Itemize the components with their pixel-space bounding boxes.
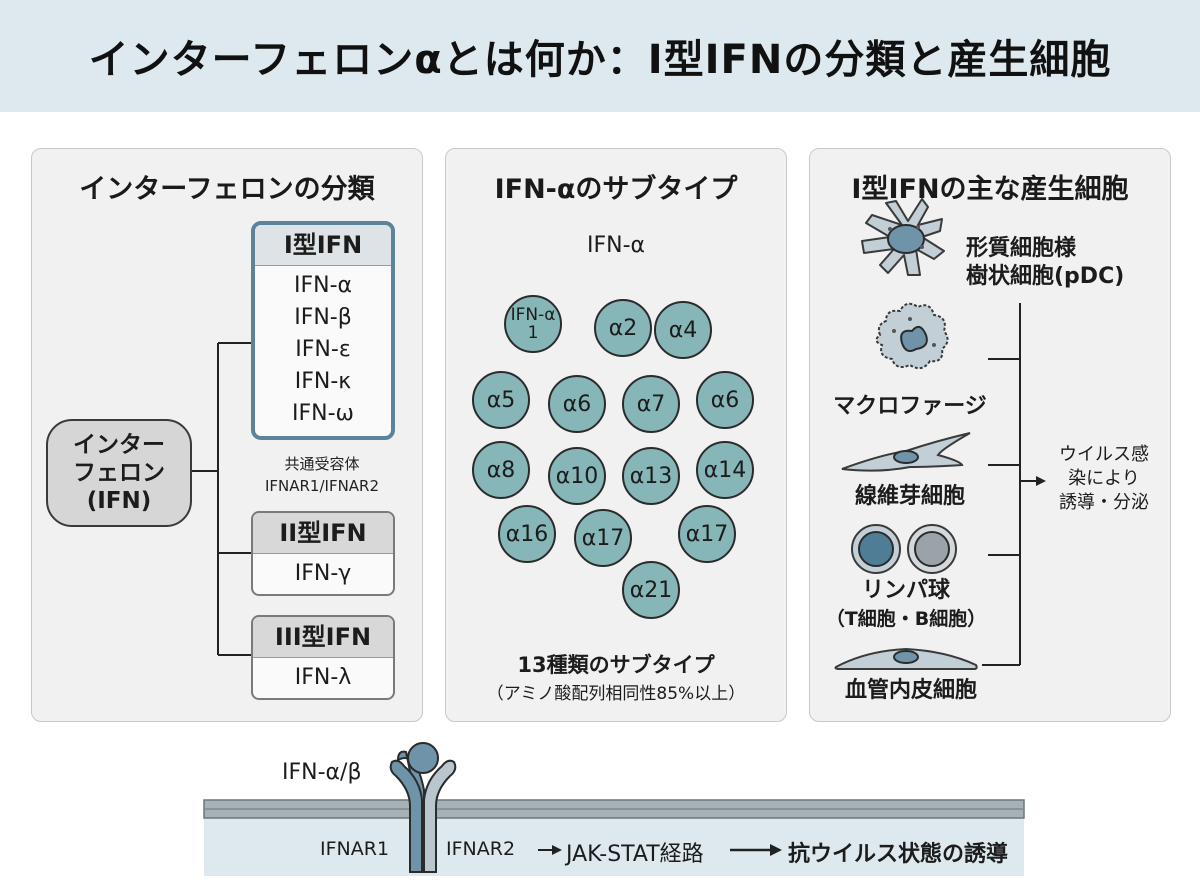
type2-member: IFN-γ xyxy=(294,561,352,586)
producer-title: I型IFNの主な産生細胞 xyxy=(851,174,1129,205)
subtype-caption: 13種類のサブタイプ xyxy=(517,653,715,677)
lymphocyte-icon xyxy=(851,524,957,574)
pdc-label-line-2: 樹状細胞(pDC) xyxy=(966,264,1125,289)
subtype-bubble: α6 xyxy=(696,371,754,429)
pathway-label: JAK-STAT経路 xyxy=(566,842,704,867)
lymphocyte-label: リンパ球 （T細胞・B細胞） xyxy=(816,577,996,633)
type1-member: IFN-κ xyxy=(294,369,352,394)
classification-panel: インターフェロンの分類 インター フェロン (IFN) I型IFN IFN-α … xyxy=(31,148,423,722)
subtype-bubble: α14 xyxy=(696,441,754,499)
ligand-label: IFN-α/β xyxy=(282,760,362,785)
subtype-bubble: α17 xyxy=(574,509,632,567)
type1-member: IFN-ε xyxy=(295,337,351,362)
macrophage-label: マクロファージ xyxy=(833,394,987,419)
receptor-note-line-1: 共通受容体 xyxy=(284,455,360,473)
induction-arrowhead xyxy=(1036,476,1046,486)
type3-member: IFN-λ xyxy=(294,665,352,690)
subtype-bubble: α17 xyxy=(678,505,736,563)
subtype-bubble: α10 xyxy=(548,447,606,505)
receptor-note-line-2: IFNAR1/IFNAR2 xyxy=(264,477,380,495)
induction-note-line-1: ウイルス感 xyxy=(1059,444,1149,465)
classification-title: インターフェロンの分類 xyxy=(79,174,375,205)
lymphocyte-label-line-1: リンパ球 xyxy=(861,578,950,603)
receptor2-label: IFNAR2 xyxy=(446,838,516,860)
subtype-title: IFN-αのサブタイプ xyxy=(494,174,738,205)
subtype-bubble: α16 xyxy=(498,505,556,563)
subtype-bubble: IFN-α1 xyxy=(504,295,562,353)
type1-ifn-box: I型IFN IFN-α IFN-β IFN-ε IFN-κ IFN-ω xyxy=(251,221,395,440)
subtype-bubble: α6 xyxy=(548,375,606,433)
type1-member: IFN-α xyxy=(293,273,353,298)
title-banner: インターフェロンαとは何か：I型IFNの分類と産生細胞 xyxy=(0,0,1200,112)
subtype-bubble: α2 xyxy=(594,299,652,357)
subtype-bubble: α8 xyxy=(472,441,530,499)
type1-member: IFN-β xyxy=(294,305,352,330)
type3-header: III型IFN xyxy=(253,617,393,658)
type1-header: I型IFN xyxy=(255,225,391,266)
subtype-bubble: α5 xyxy=(472,371,530,429)
ifnar-receptor-icon xyxy=(389,742,457,873)
result-label: 抗ウイルス状態の誘導 xyxy=(788,842,1009,867)
subtype-bubble: α7 xyxy=(622,375,680,433)
induction-note: ウイルス感 染により 誘導・分泌 xyxy=(1044,443,1164,515)
producer-panel: I型IFNの主な産生細胞 xyxy=(809,148,1171,722)
type2-ifn-box: II型IFN IFN-γ xyxy=(251,511,395,596)
fibroblast-label: 線維芽細胞 xyxy=(854,484,965,509)
induction-note-line-3: 誘導・分泌 xyxy=(1059,492,1149,513)
macrophage-icon xyxy=(875,302,949,370)
induction-bracket xyxy=(982,303,1038,666)
type1-member: IFN-ω xyxy=(292,401,354,426)
subtype-bubble: α21 xyxy=(622,561,680,619)
induction-note-line-2: 染により xyxy=(1068,468,1140,489)
classification-connectors xyxy=(188,342,251,656)
endothelial-label: 血管内皮細胞 xyxy=(844,678,977,703)
root-line-1: インター xyxy=(73,432,165,458)
dendritic-cell-icon xyxy=(861,198,945,276)
receptor-note: 共通受容体 IFNAR1/IFNAR2 xyxy=(232,453,412,497)
fibroblast-icon xyxy=(841,432,971,472)
lymphocyte-label-line-2: （T細胞・B細胞） xyxy=(825,608,987,630)
root-line-3: (IFN) xyxy=(86,488,152,514)
subtype-bubble: α13 xyxy=(622,447,680,505)
ifn-alpha-label: IFN-α xyxy=(586,233,646,258)
type2-header: II型IFN xyxy=(253,513,393,554)
pdc-label: 形質細胞様 樹状細胞(pDC) xyxy=(966,235,1124,291)
pdc-label-line-1: 形質細胞様 xyxy=(966,236,1077,261)
producer-cells-graphic xyxy=(834,198,1046,670)
endothelial-cell-icon xyxy=(834,647,978,670)
receptor1-label: IFNAR1 xyxy=(320,838,390,860)
subtype-bubble: α4 xyxy=(654,301,712,359)
page-title: インターフェロンαとは何か：I型IFNの分類と産生細胞 xyxy=(88,37,1112,83)
ifn-root-node: インター フェロン (IFN) xyxy=(46,419,192,527)
subtype-caption-sub: （アミノ酸配列相同性85%以上） xyxy=(486,684,746,704)
root-line-2: フェロン xyxy=(73,460,165,486)
type3-ifn-box: III型IFN IFN-λ xyxy=(251,615,395,700)
cytoplasm-band xyxy=(204,818,1024,876)
